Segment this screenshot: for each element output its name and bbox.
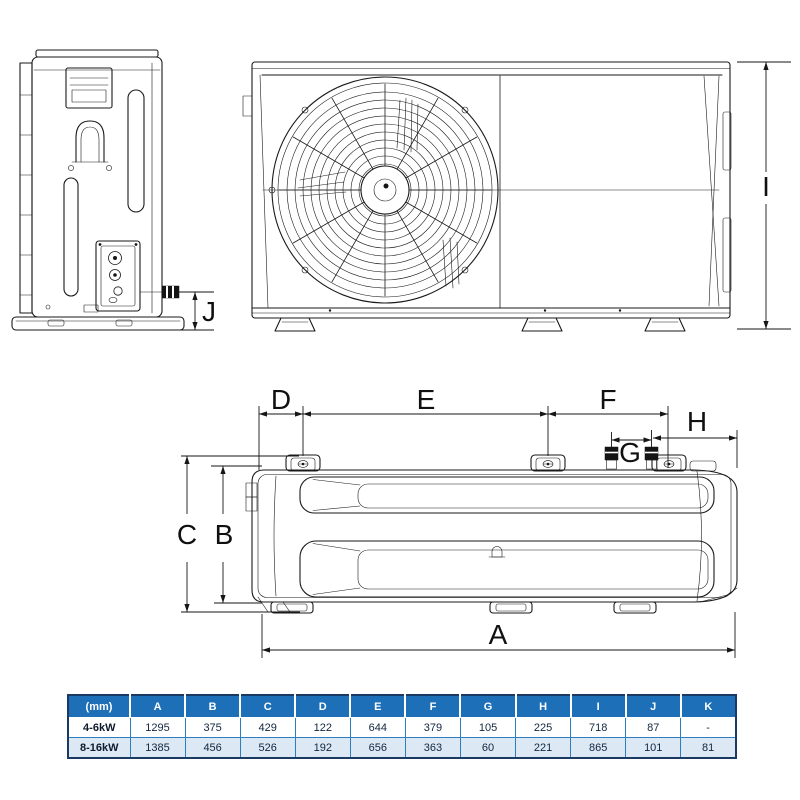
table-row-8-16kw: 8-16kW 1385 456 526 192 656 363 60 221 8… <box>68 737 736 758</box>
dimension-drawing: D E F H G C B A I J <box>11 49 791 658</box>
cell-value: - <box>706 721 710 734</box>
row-label: 8-16kW <box>68 737 131 758</box>
dim-label-D: D <box>271 384 291 415</box>
cell-value: 225 <box>515 717 572 738</box>
table-header-F: F <box>405 695 462 718</box>
dimension-H <box>653 430 738 468</box>
dim-label-G: G <box>619 437 641 468</box>
dim-label-A: A <box>489 619 508 650</box>
cell-value: 192 <box>295 737 351 758</box>
front-feet <box>274 317 686 332</box>
front-view-drawing <box>242 61 791 332</box>
cell-value: 81 <box>702 741 715 754</box>
table-header-K: K <box>680 695 736 718</box>
cell-value: 60 <box>460 737 517 758</box>
mounting-tabs-bottom <box>270 601 657 614</box>
table-header-C: C <box>240 695 297 718</box>
side-pipe-stub <box>139 285 180 299</box>
dim-label-E: E <box>417 384 436 415</box>
dimension-DEF <box>258 406 669 470</box>
handle <box>68 120 112 171</box>
dimension-I <box>737 61 791 330</box>
dimension-C <box>181 455 300 613</box>
cell-value: 221 <box>515 737 572 758</box>
dim-label-B: B <box>215 519 234 550</box>
row-label: 4-6kW <box>68 717 131 738</box>
top-panels <box>299 476 715 598</box>
cell-value: 101 <box>625 737 682 758</box>
dimension-B <box>211 465 262 604</box>
fan-blade-hints <box>297 97 460 289</box>
cell-value: 105 <box>460 717 517 738</box>
dimensions-table: (mm) A B C D E F G H I J K 4-6kW 1295 37… <box>67 694 737 759</box>
dim-label-H: H <box>687 406 707 437</box>
cell-value: 718 <box>570 717 627 738</box>
keyhole-icon <box>488 546 506 558</box>
table-header-D: D <box>295 695 352 718</box>
cell-value: 375 <box>185 717 241 738</box>
table-header-unit: (mm) <box>68 695 131 718</box>
cell-value: 526 <box>240 737 296 758</box>
top-view-drawing <box>181 406 738 658</box>
cell-value: 656 <box>350 737 406 758</box>
table-header-row: (mm) A B C D E F G H I J K <box>68 695 736 718</box>
vent-panel <box>65 67 113 109</box>
table-header-E: E <box>350 695 407 718</box>
cell-value: 363 <box>405 737 461 758</box>
dim-label-J: J <box>202 296 216 327</box>
dimension-A <box>261 612 736 658</box>
valve-panel <box>95 240 141 312</box>
table-row-4-6kw: 4-6kW 1295 375 429 122 644 379 105 225 7… <box>68 717 736 738</box>
top-pipe-stubs <box>604 446 659 470</box>
cell-value: 644 <box>350 717 406 738</box>
dimension-labels: D E F H G C B A I J <box>177 171 770 650</box>
side-view-drawing <box>11 49 214 331</box>
cell-value: 122 <box>295 717 351 738</box>
cell-value: 1295 <box>130 717 186 738</box>
cell-value: 1385 <box>130 737 186 758</box>
table-header-J: J <box>625 695 682 718</box>
cell-value: 456 <box>185 737 241 758</box>
dim-label-C: C <box>177 519 197 550</box>
dimension-G <box>611 430 652 447</box>
cell-value: 379 <box>405 717 461 738</box>
table-header-A: A <box>130 695 187 718</box>
dim-label-F: F <box>599 384 616 415</box>
table-header-G: G <box>460 695 517 718</box>
cell-value: 865 <box>570 737 627 758</box>
dimension-J <box>150 291 214 331</box>
fan-grille <box>268 76 499 304</box>
table-header-H: H <box>515 695 572 718</box>
dim-label-I: I <box>762 171 770 202</box>
table-header-I: I <box>570 695 627 718</box>
cell-value: 429 <box>240 717 296 738</box>
cell-value: 87 <box>625 717 682 738</box>
table-header-B: B <box>185 695 242 718</box>
